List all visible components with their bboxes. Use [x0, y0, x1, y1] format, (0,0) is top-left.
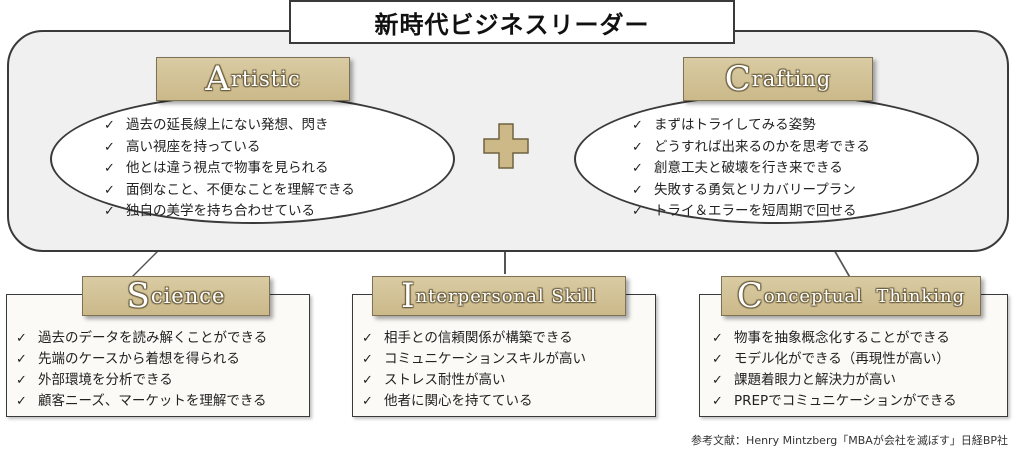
- conceptual-tag-rest: onceptual Thinking: [763, 285, 966, 307]
- science-item-text: 外部環境を分析できる: [38, 372, 173, 388]
- check-icon: ✓: [16, 373, 27, 388]
- check-icon: ✓: [712, 373, 723, 388]
- artistic-item-text: 他とは違う視点で物事を見られる: [126, 160, 329, 176]
- list-item: ✓ 独自の美学を持ち合わせている: [104, 201, 355, 223]
- science-tag-initial: S: [126, 276, 151, 316]
- check-icon: ✓: [104, 161, 115, 176]
- list-item: ✓ 顧客ニーズ、マーケットを理解できる: [16, 391, 267, 412]
- list-item: ✓ 先端のケースから着想を得られる: [16, 349, 267, 370]
- check-icon: ✓: [104, 182, 115, 198]
- list-item: ✓ ストレス耐性が高い: [362, 370, 586, 391]
- conceptual-list: ✓ 物事を抽象概念化することができる ✓ モデル化ができる（再現性が高い） ✓ 課題着…: [712, 328, 957, 412]
- artistic-item-text: 独自の美学を持ち合わせている: [126, 203, 315, 219]
- artistic-item-text: 過去の延長線上にない発想、閃き: [126, 117, 329, 133]
- check-icon: ✓: [16, 331, 27, 346]
- artistic-item-text: 面倒なこと、不便なことを理解できる: [126, 181, 355, 198]
- science-tag-rest: cience: [150, 284, 226, 308]
- check-icon: ✓: [362, 331, 373, 346]
- connector-science: [130, 248, 162, 278]
- list-item: ✓ 過去の延長線上にない発想、閃き: [104, 115, 355, 137]
- check-icon: ✓: [104, 139, 115, 155]
- list-item: ✓ どうすれば出来るのかを思考できる: [632, 137, 870, 159]
- list-item: ✓ モデル化ができる（再現性が高い）: [712, 349, 957, 370]
- crafting-item-text: まずはトライしてみる姿勢: [654, 117, 816, 133]
- artistic-item-text: 高い視座を持っている: [126, 138, 261, 155]
- conceptual-item-text: 課題着眼力と解決力が高い: [734, 372, 896, 388]
- list-item: ✓ 物事を抽象概念化することができる: [712, 328, 957, 349]
- check-icon: ✓: [16, 394, 27, 409]
- crafting-item-text: 失敗する勇気とリカバリープラン: [654, 181, 856, 198]
- interpersonal-item-text: ストレス耐性が高い: [384, 372, 506, 388]
- list-item: ✓ 他とは違う視点で物事を見られる: [104, 158, 355, 180]
- list-item: ✓ コミュニケーションスキルが高い: [362, 349, 586, 370]
- check-icon: ✓: [104, 118, 115, 133]
- check-icon: ✓: [632, 204, 643, 219]
- crafting-ellipse: [574, 94, 979, 224]
- crafting-tag-rest: rafting: [751, 67, 832, 91]
- conceptual-item-text: PREPでコミュニケーションができる: [734, 393, 957, 409]
- interpersonal-tag-rest: nterpersonal Skill: [415, 285, 597, 307]
- check-icon: ✓: [712, 331, 723, 346]
- interpersonal-item-text: 他者に関心を持てている: [384, 393, 533, 409]
- artistic-tag-rest: rtistic: [230, 67, 301, 91]
- interpersonal-item-text: 相手との信頼関係が構築できる: [384, 330, 573, 346]
- connector-interpersonal: [504, 250, 506, 274]
- connector-conceptual: [832, 248, 852, 278]
- check-icon: ✓: [632, 182, 643, 198]
- check-icon: ✓: [362, 394, 373, 409]
- check-icon: ✓: [712, 394, 723, 409]
- check-icon: ✓: [362, 352, 373, 367]
- list-item: ✓ 過去のデータを読み解くことができる: [16, 328, 267, 349]
- crafting-item-text: どうすれば出来るのかを思考できる: [654, 138, 870, 155]
- list-item: ✓ PREPでコミュニケーションができる: [712, 391, 957, 412]
- interpersonal-tag-initial: I: [401, 276, 416, 316]
- check-icon: ✓: [632, 161, 643, 176]
- science-item-text: 過去のデータを読み解くことができる: [38, 330, 268, 346]
- artistic-ellipse: [50, 94, 455, 224]
- page-title: 新時代ビジネスリーダー: [289, 0, 735, 44]
- interpersonal-list: ✓ 相手との信頼関係が構築できる ✓ コミュニケーションスキルが高い ✓ ストレス耐性…: [362, 328, 586, 412]
- list-item: ✓ まずはトライしてみる姿勢: [632, 115, 870, 137]
- check-icon: ✓: [632, 139, 643, 155]
- science-list: ✓ 過去のデータを読み解くことができる ✓ 先端のケースから着想を得られる ✓ 外部環…: [16, 328, 267, 412]
- artistic-tag-initial: A: [205, 59, 231, 99]
- plus-icon: [483, 123, 529, 169]
- list-item: ✓ 面倒なこと、不便なことを理解できる: [104, 180, 355, 202]
- conceptual-item-text: モデル化ができる（再現性が高い）: [734, 351, 950, 367]
- list-item: ✓ 外部環境を分析できる: [16, 370, 267, 391]
- list-item: ✓ 課題着眼力と解決力が高い: [712, 370, 957, 391]
- footnote: 参考文献：Henry Mintzberg「MBAが会社を滅ぼす」日経BP社: [691, 434, 1008, 447]
- list-item: ✓ 創意工夫と破壊を行き来できる: [632, 158, 870, 180]
- artistic-list: ✓ 過去の延長線上にない発想、閃き ✓ 高い視座を持っている ✓ 他とは違う視点で物事…: [104, 115, 355, 223]
- check-icon: ✓: [362, 373, 373, 388]
- check-icon: ✓: [632, 118, 643, 133]
- crafting-tag-initial: C: [724, 59, 752, 99]
- check-icon: ✓: [16, 352, 27, 367]
- list-item: ✓ 高い視座を持っている: [104, 137, 355, 159]
- interpersonal-item-text: コミュニケーションスキルが高い: [384, 351, 586, 367]
- list-item: ✓ 相手との信頼関係が構築できる: [362, 328, 586, 349]
- list-item: ✓ トライ＆エラーを短周期で回せる: [632, 201, 870, 223]
- crafting-item-text: 創意工夫と破壊を行き来できる: [654, 160, 843, 176]
- list-item: ✓ 失敗する勇気とリカバリープラン: [632, 180, 870, 202]
- check-icon: ✓: [712, 352, 723, 367]
- crafting-list: ✓ まずはトライしてみる姿勢 ✓ どうすれば出来るのかを思考できる ✓ 創意工夫と破壊…: [632, 115, 870, 223]
- list-item: ✓ 他者に関心を持てている: [362, 391, 586, 412]
- science-item-text: 顧客ニーズ、マーケットを理解できる: [38, 393, 267, 409]
- conceptual-item-text: 物事を抽象概念化することができる: [734, 330, 950, 346]
- crafting-item-text: トライ＆エラーを短周期で回せる: [654, 203, 857, 219]
- conceptual-tag-initial: C: [736, 276, 764, 316]
- science-item-text: 先端のケースから着想を得られる: [38, 351, 240, 367]
- check-icon: ✓: [104, 204, 115, 219]
